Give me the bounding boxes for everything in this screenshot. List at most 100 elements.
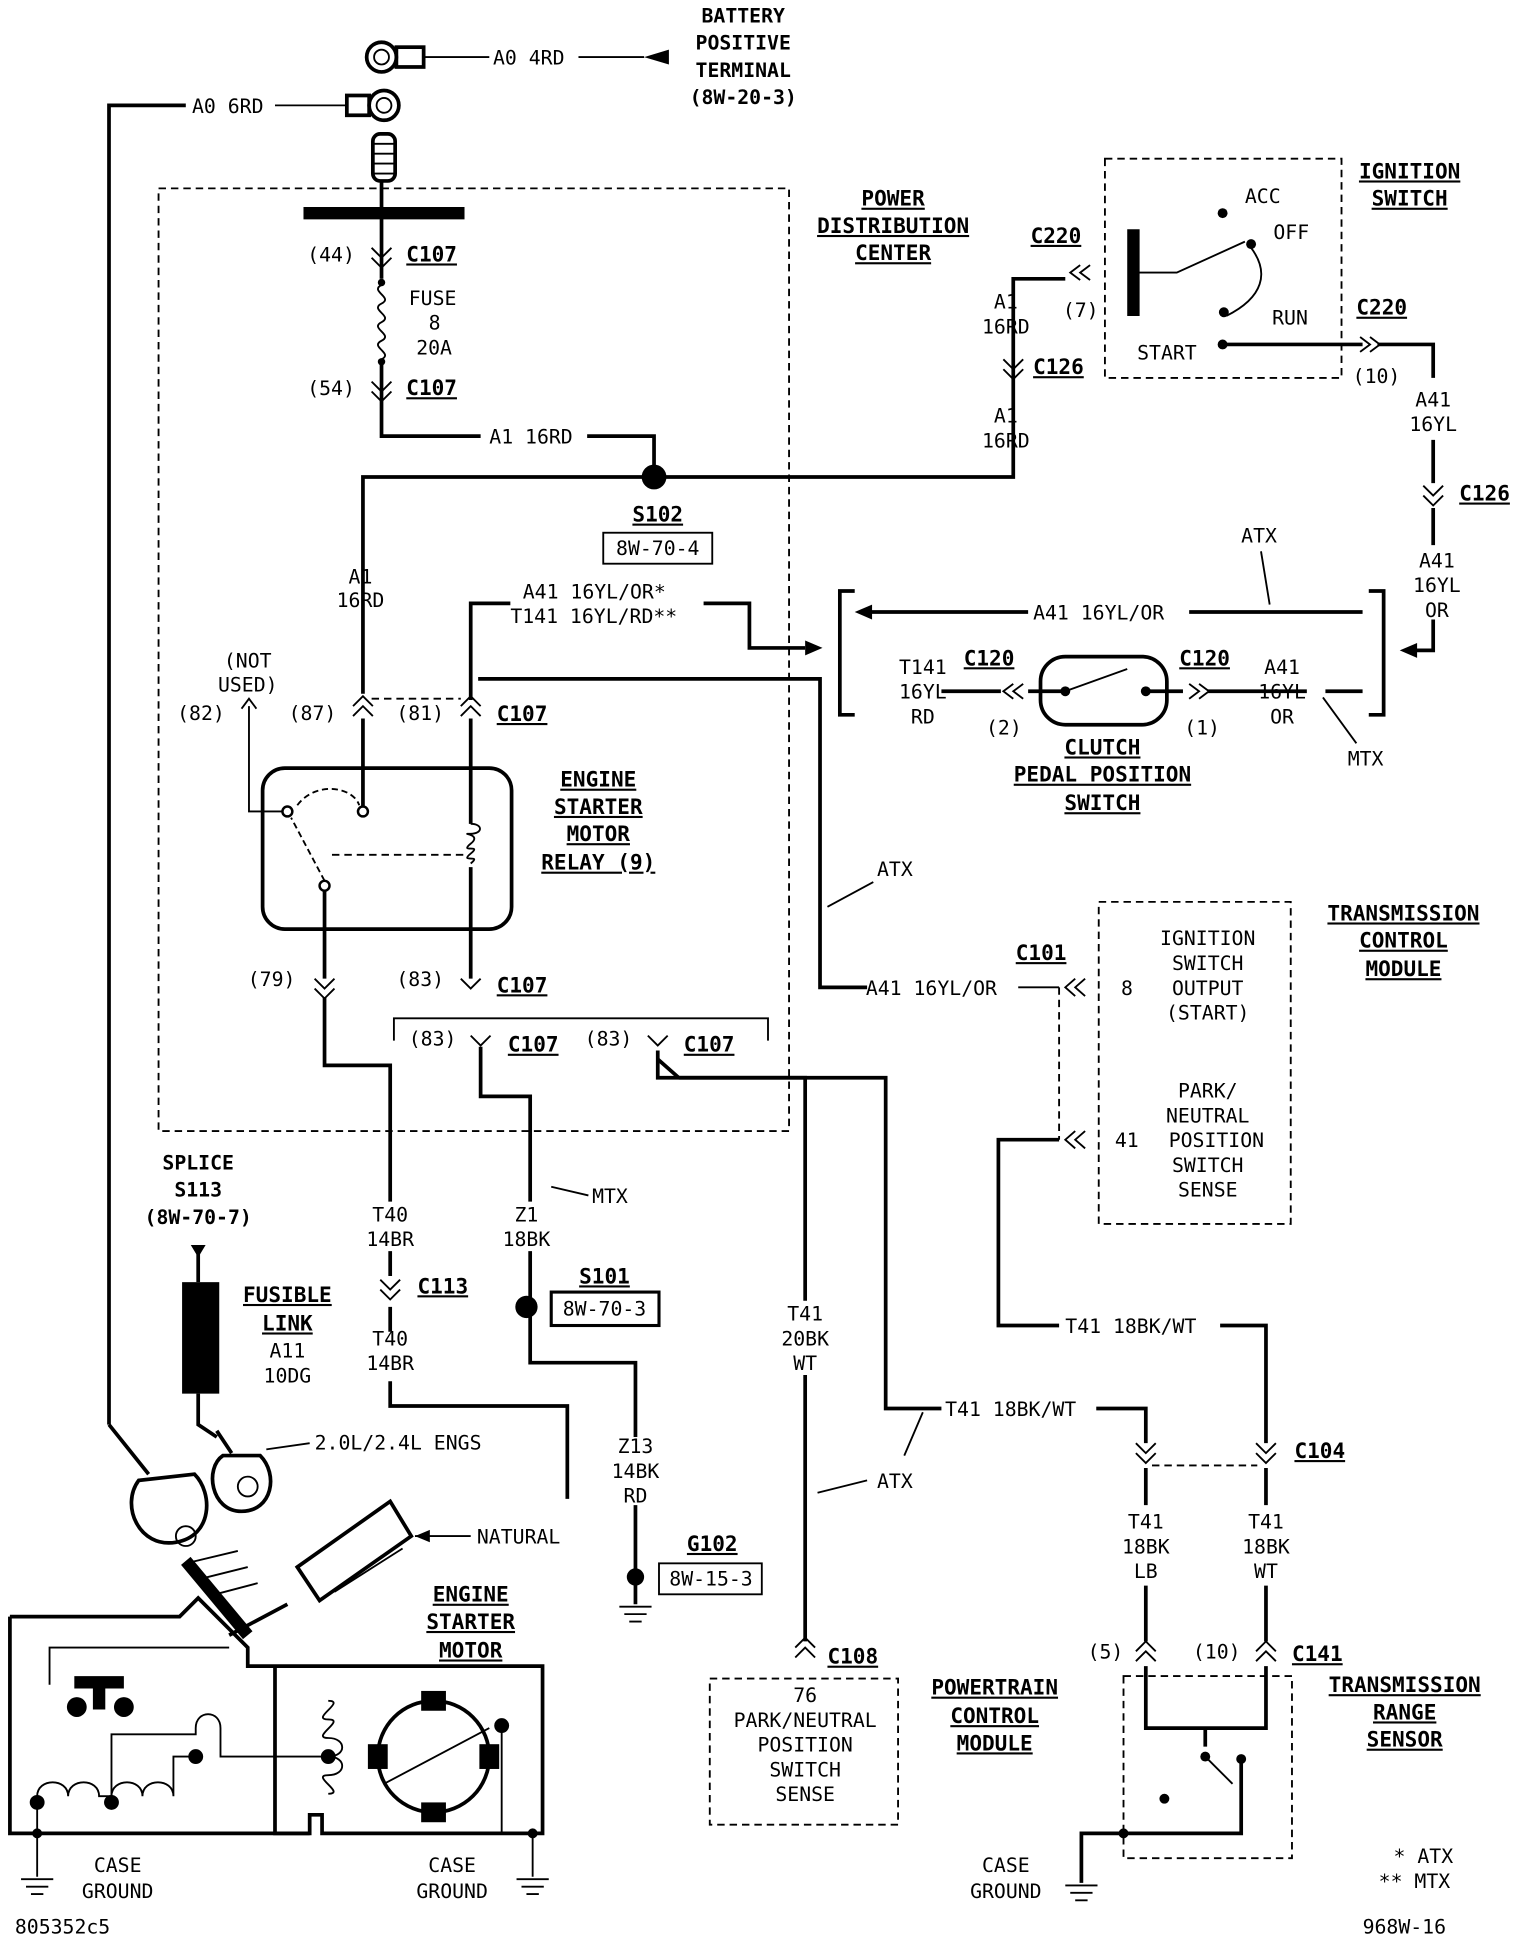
- wire-label: 14BK: [612, 1460, 660, 1483]
- label: MODULE: [957, 1730, 1033, 1755]
- label: SWITCH: [769, 1758, 841, 1781]
- label: SWITCH: [1372, 186, 1448, 211]
- wire-label: 16YL: [1409, 413, 1457, 436]
- connector-label: C107: [684, 1032, 735, 1057]
- label: MTX: [592, 1185, 628, 1208]
- wire-label: T141 16YL/RD**: [510, 605, 677, 628]
- label: SENSE: [775, 1783, 835, 1806]
- connector-label: C104: [1294, 1438, 1345, 1463]
- connector-label: C220: [1031, 223, 1082, 248]
- wire-label: 10DG: [264, 1364, 312, 1387]
- ground-icon: [21, 1878, 549, 1896]
- wire-label: T40: [372, 1327, 408, 1350]
- label: ATX: [1241, 525, 1277, 548]
- label: MODULE: [1365, 956, 1441, 981]
- label: SENSOR: [1367, 1727, 1443, 1752]
- wire-label: A41 16YL/OR: [1033, 601, 1164, 624]
- ground-icon: [1065, 1884, 1098, 1902]
- wire-label: A41: [1415, 388, 1451, 411]
- label: 2.0L/2.4L ENGS: [315, 1431, 482, 1454]
- label: RELAY (9): [541, 850, 655, 875]
- connector-label: C120: [964, 645, 1015, 670]
- splice-s101: [515, 1295, 538, 1319]
- label: IGNITION: [1160, 927, 1255, 950]
- connector-label: C220: [1356, 295, 1407, 320]
- label: SWITCH: [1064, 790, 1140, 815]
- pin: (10): [1353, 365, 1401, 388]
- wire-label: 18BK: [1122, 1535, 1170, 1558]
- label: SPLICE: [162, 1151, 234, 1174]
- wire-label: A0 6RD: [192, 95, 264, 118]
- transmission-range-sensor-box: [1122, 1675, 1293, 1860]
- wire-label: T41: [1128, 1511, 1164, 1534]
- pin: (83): [585, 1028, 633, 1051]
- connector-label: C107: [406, 241, 457, 266]
- label: CONTROL: [950, 1703, 1039, 1728]
- label: FUSIBLE: [243, 1282, 332, 1307]
- label: BATTERY: [702, 4, 786, 27]
- label: CASE: [428, 1854, 476, 1877]
- label: POWER: [861, 186, 925, 211]
- label: USED): [218, 673, 278, 696]
- wire-label: 14BR: [366, 1352, 414, 1375]
- label: TRANSMISSION: [1327, 900, 1479, 925]
- wire-label: T41: [1248, 1511, 1284, 1534]
- pin: (82): [177, 702, 225, 725]
- pin: 41: [1115, 1129, 1139, 1152]
- wire-label: 16RD: [982, 315, 1030, 338]
- legend-atx: * ATX: [1394, 1845, 1454, 1868]
- pin: (81): [396, 702, 444, 725]
- transmission-control-module-box: [1097, 900, 1292, 1225]
- wire-label: OR: [1425, 599, 1449, 622]
- label: IGNITION: [1359, 158, 1460, 183]
- wire-label: A41: [1264, 656, 1300, 679]
- label: DISTRIBUTION: [817, 213, 969, 238]
- pin: (83): [409, 1028, 457, 1051]
- label: PEDAL POSITION: [1014, 762, 1191, 787]
- connector-label: C120: [1179, 645, 1230, 670]
- label: RANGE: [1373, 1699, 1436, 1724]
- wire-label: A1: [349, 566, 373, 589]
- wire-label: OR: [1270, 705, 1294, 728]
- legend-mtx: ** MTX: [1379, 1870, 1451, 1893]
- label: STARTER: [426, 1609, 515, 1634]
- pin: (10): [1193, 1641, 1241, 1664]
- pin: (83): [396, 968, 444, 991]
- wire-label: 18BK: [503, 1228, 551, 1251]
- fusible-link: [182, 1282, 220, 1394]
- ring-terminal-icon: [107, 1423, 209, 1547]
- pin: (1): [1184, 717, 1220, 740]
- connector-label: C107: [508, 1032, 559, 1057]
- wire-label: 18BK: [1242, 1535, 1290, 1558]
- label: (8W-20-3): [690, 86, 797, 109]
- label: MOTOR: [567, 821, 631, 846]
- connector-label: C107: [497, 972, 548, 997]
- wire-label: RD: [911, 705, 935, 728]
- label: 8: [429, 312, 441, 335]
- pin: (2): [986, 717, 1022, 740]
- label: ENGINE: [433, 1582, 509, 1607]
- ground-g102: [626, 1568, 645, 1586]
- label: GROUND: [970, 1880, 1042, 1903]
- wire-label: 16RD: [337, 589, 385, 612]
- label: SWITCH: [1172, 952, 1244, 975]
- label: RUN: [1272, 307, 1308, 330]
- label: SWITCH: [1172, 1154, 1244, 1177]
- label: STARTER: [554, 794, 643, 819]
- wire-label: A1 16RD: [489, 426, 572, 449]
- ground-label: G102: [687, 1531, 738, 1556]
- connector-label: C101: [1016, 940, 1067, 965]
- wire-label: A41: [1419, 549, 1455, 572]
- wire-label: Z13: [618, 1435, 654, 1458]
- label: ATX: [877, 858, 913, 881]
- ring-terminal-icon: [210, 1429, 273, 1514]
- label: CLUTCH: [1064, 734, 1140, 759]
- wire-label: T141: [899, 656, 947, 679]
- label: FUSE: [409, 287, 457, 310]
- label: MOTOR: [439, 1637, 503, 1662]
- pin: 8: [1121, 977, 1133, 1000]
- connector-label: C126: [1033, 354, 1084, 379]
- pin: (7): [1063, 299, 1099, 322]
- label: POSITIVE: [696, 32, 791, 55]
